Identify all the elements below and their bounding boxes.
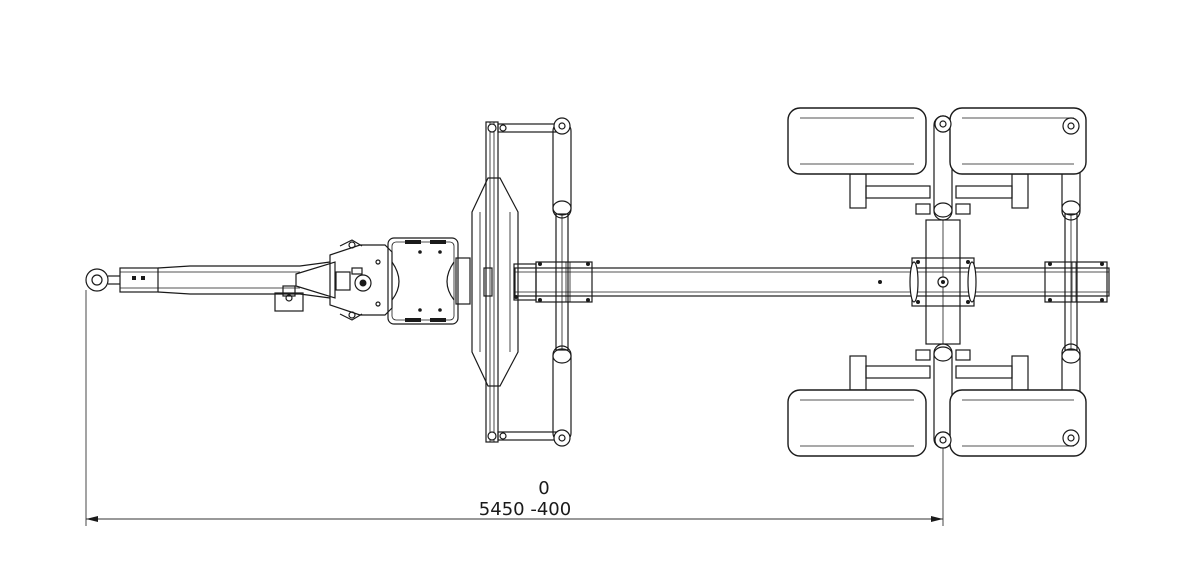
coupling-head <box>329 239 393 321</box>
main-chassis-tube <box>513 261 1110 303</box>
wheel-front-left <box>787 107 927 175</box>
dimension-arrow-right <box>931 516 943 522</box>
drawbar <box>119 261 336 299</box>
dimension-arrow-left <box>86 516 98 522</box>
wheel-rear-right <box>949 389 1087 457</box>
front-cross-beam <box>471 121 519 443</box>
dimension-value: 5450 -400 <box>479 499 571 520</box>
turntable-plate <box>387 237 471 325</box>
dimension-annotation: 0 5450 -400 <box>85 290 944 526</box>
front-steering-links <box>497 123 557 441</box>
wheel-front-right <box>787 389 927 457</box>
dimension-tolerance-upper: 0 <box>538 478 549 499</box>
tow-eye <box>85 268 120 292</box>
bogie-center-block <box>909 219 977 345</box>
jack-bracket <box>274 285 304 312</box>
wheel-rear-left <box>949 107 1087 175</box>
front-axle-tube <box>552 117 572 447</box>
